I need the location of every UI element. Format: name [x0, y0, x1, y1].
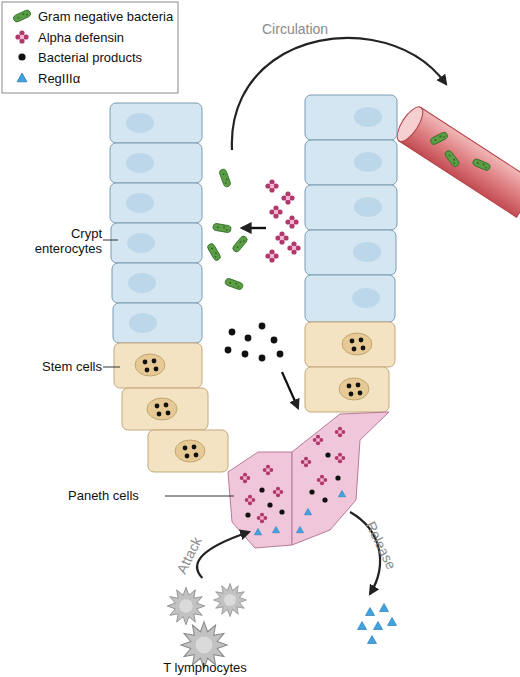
legend-text: Alpha defensin	[38, 30, 124, 45]
lumen-contents	[206, 168, 300, 408]
legend-text: Bacterial products	[38, 50, 142, 65]
released-regiii	[358, 604, 397, 644]
legend-text: Gram negative bacteria	[38, 9, 173, 24]
legend-box	[2, 2, 178, 93]
leader-lines	[103, 240, 234, 496]
blood-vessel	[392, 103, 520, 217]
edge-label: Attack	[174, 534, 205, 576]
attack-arrow	[197, 532, 249, 578]
legend-text: RegIIIα	[38, 71, 80, 86]
t-lymphocytes	[167, 584, 246, 669]
node-label: Paneth cells	[68, 488, 139, 503]
part-label: Release	[363, 519, 399, 572]
crypt-cells	[110, 95, 397, 548]
part-label: Circulation	[262, 22, 328, 37]
part-label: Stem cells	[20, 359, 102, 374]
circulation-arrow	[232, 38, 446, 150]
part-label: Crypt enterocytes	[24, 226, 102, 256]
node-label: T lymphocytes	[140, 660, 270, 675]
cell-group: Paneth cells	[60, 440, 360, 532]
cell-group: T lymphocytes	[140, 578, 270, 670]
